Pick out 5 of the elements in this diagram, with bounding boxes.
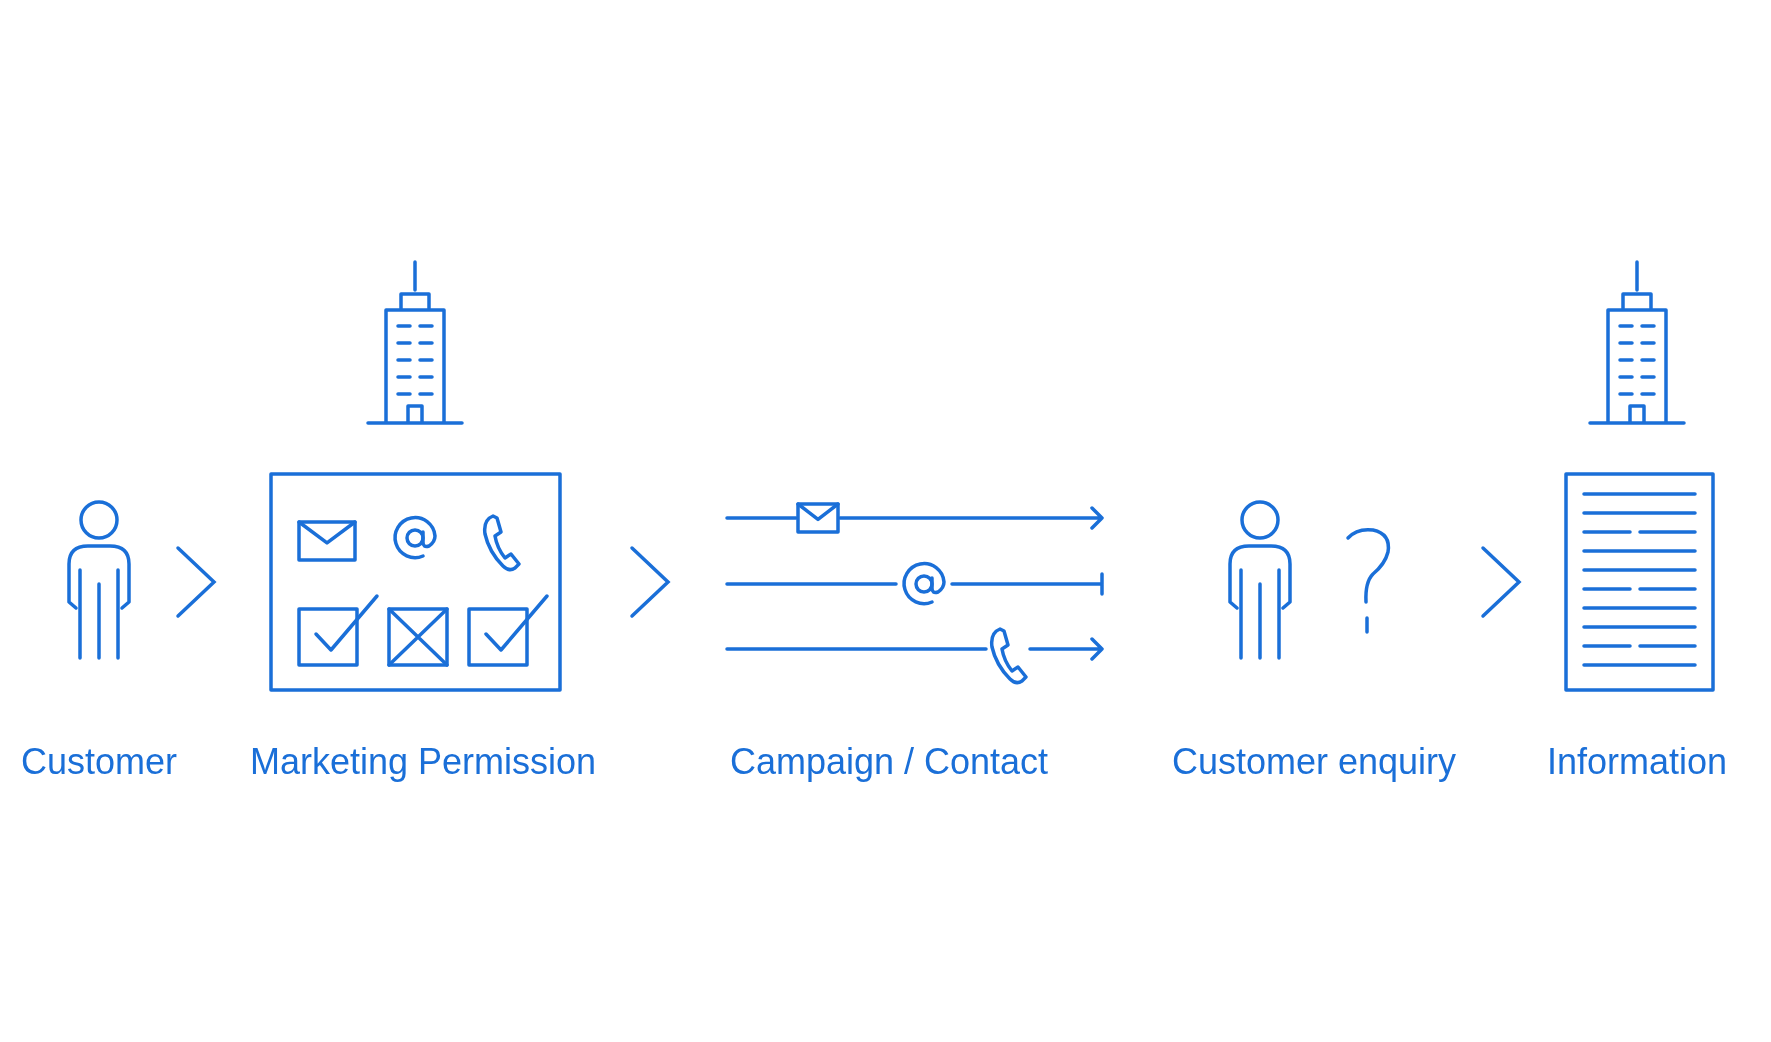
node-label: Marketing Permission: [248, 740, 598, 784]
node-label: Customer enquiry: [1170, 740, 1458, 784]
node-label: Campaign / Contact: [728, 740, 1050, 784]
node-label: Information: [1545, 740, 1729, 784]
node-label: Customer: [20, 740, 178, 784]
